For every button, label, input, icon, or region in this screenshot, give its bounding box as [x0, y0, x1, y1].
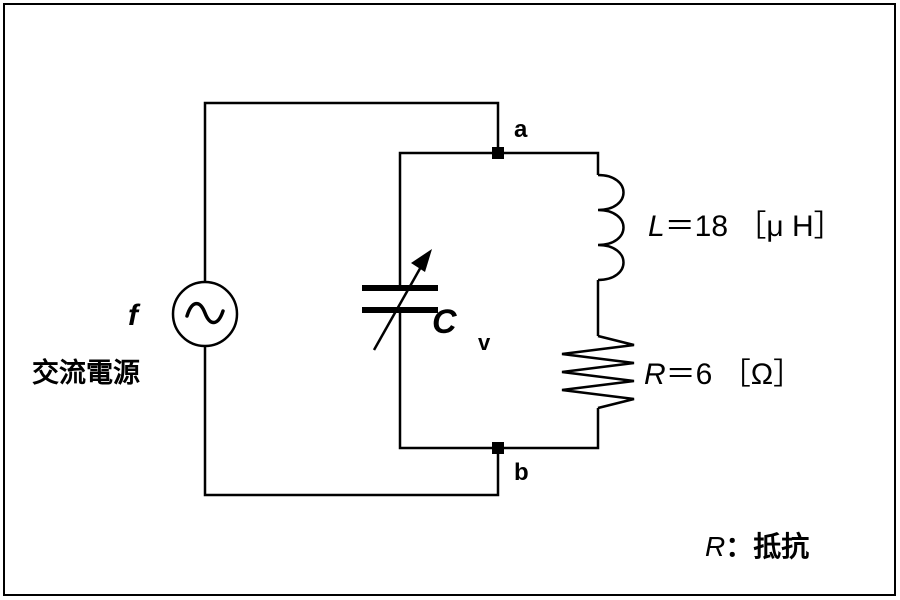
inductor-coil-path	[597, 173, 625, 282]
inductor-coil	[597, 173, 625, 282]
capacitor-symbol: C	[432, 303, 457, 341]
outer-loop-wires	[203, 101, 500, 497]
legend-text: ：抵抗	[725, 530, 809, 562]
resistor-symbol: R	[644, 358, 666, 391]
tank-loop-wires	[398, 151, 600, 450]
inductor-label: L＝18 ［μ H］	[648, 210, 844, 243]
resistor-path	[561, 334, 635, 410]
variable-arrow-head	[411, 249, 432, 272]
variable-capacitor	[362, 249, 438, 351]
source-frequency-symbol: f	[128, 299, 141, 332]
source-label: 交流電源	[32, 357, 140, 388]
inductor-symbol: L	[648, 210, 665, 243]
wire-bottom-rail	[398, 310, 600, 450]
ac-source	[171, 280, 239, 348]
capacitor-label: C	[432, 303, 457, 341]
resistor-value: ＝6 ［Ω］	[666, 358, 803, 391]
sine-wave-icon	[185, 301, 225, 325]
diagram-frame	[3, 3, 896, 596]
capacitor-subscript: v	[478, 330, 491, 355]
wire-source-bottom	[203, 345, 500, 497]
resistor-label: R＝6 ［Ω］	[644, 358, 803, 391]
resistor-zigzag	[561, 334, 635, 410]
inductor-value: ＝18 ［μ H］	[665, 210, 844, 243]
wire-top-rail	[398, 151, 600, 288]
terminal-b-node	[492, 442, 504, 454]
legend-label: R：抵抗	[705, 530, 809, 562]
legend-symbol: R	[705, 531, 725, 562]
terminal-a-label: a	[514, 116, 528, 143]
terminal-b-label: b	[514, 459, 529, 486]
wire-source-top	[203, 101, 500, 283]
terminal-a-node	[492, 147, 504, 159]
variable-arrow-shaft	[372, 264, 424, 351]
